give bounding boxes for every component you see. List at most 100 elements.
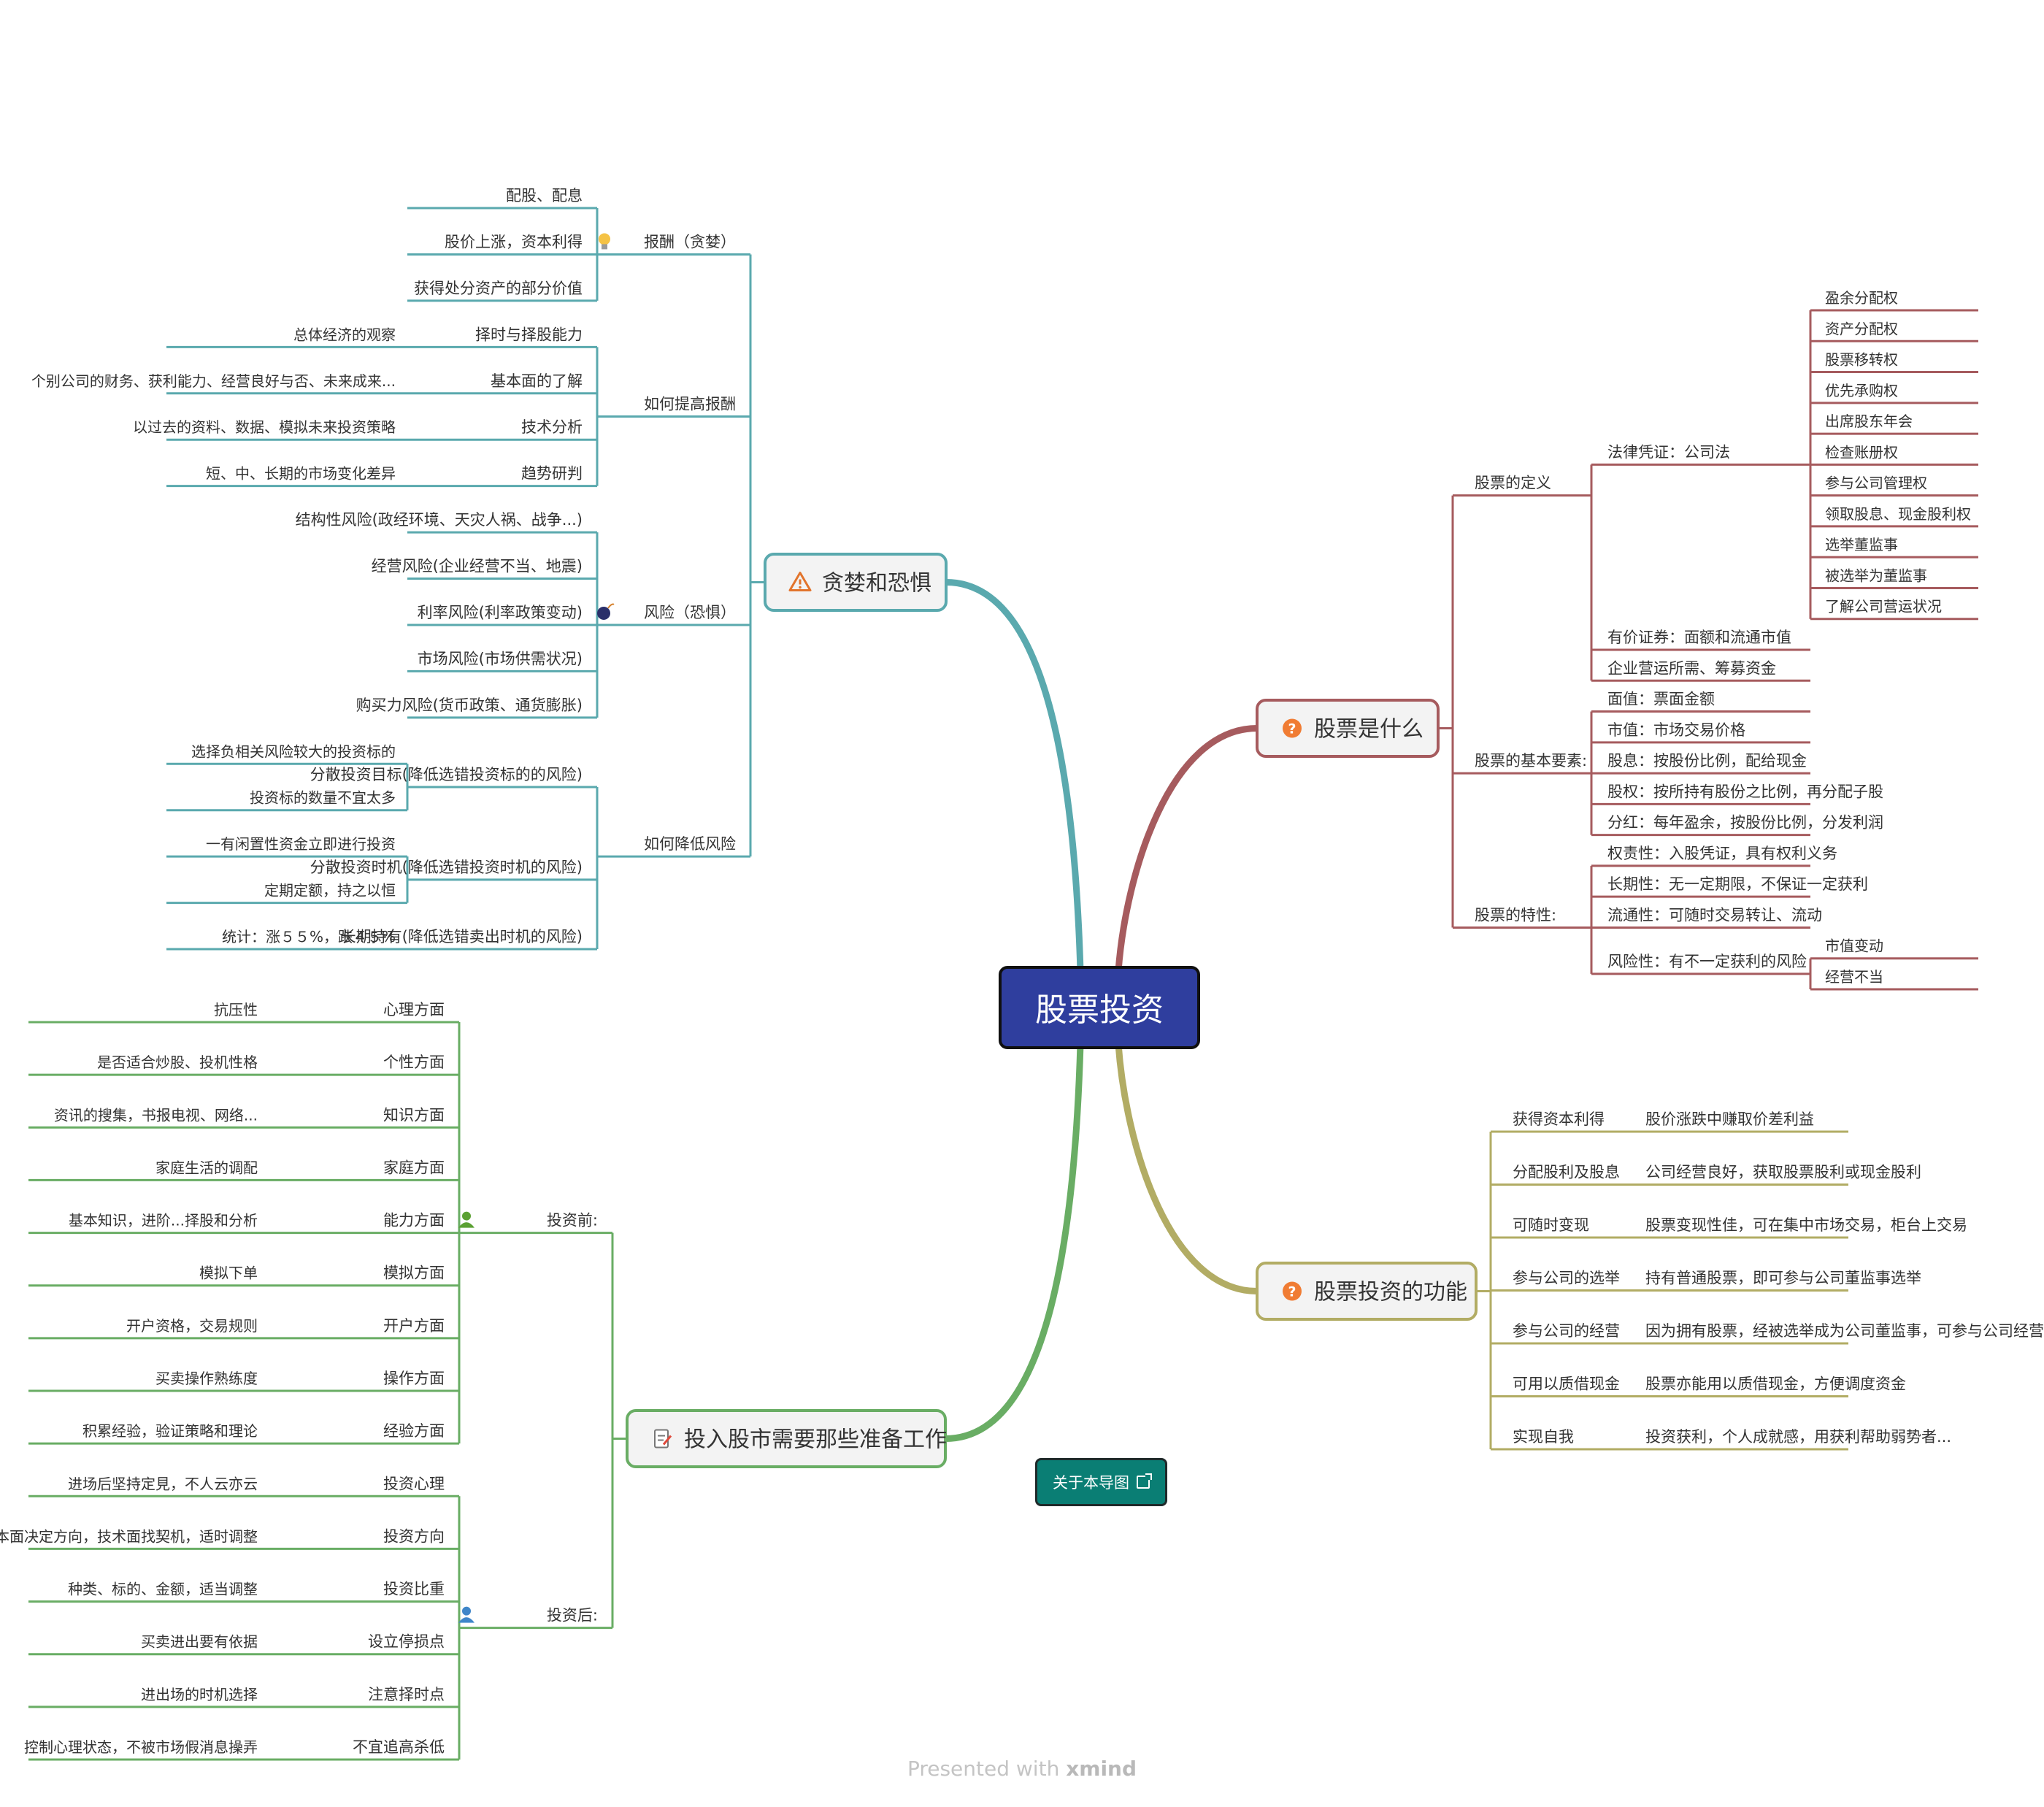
footer-text: Presented with: [907, 1757, 1067, 1781]
topic-prep-1-5: 不宜追高杀低: [353, 1738, 445, 1756]
subtopic-prep-0-8-0: 积累经验，验证策略和理论: [82, 1422, 258, 1440]
greed-main-connector: [945, 579, 1084, 972]
topic-prep-1-4: 注意择时点: [368, 1686, 445, 1703]
question-icon: ?: [1283, 718, 1302, 738]
svg-text:?: ?: [1288, 1284, 1296, 1300]
subtopic-what-0-0-8: 选举董监事: [1825, 536, 1898, 553]
external-link-icon: [1137, 1473, 1152, 1489]
person-green-icon: [458, 1211, 474, 1228]
branch-what-topic-0: 股票的定义: [1475, 475, 1551, 492]
subtopic-what-0-0-1: 资产分配权: [1825, 320, 1898, 337]
subtopic-what-2-3-1: 经营不当: [1825, 968, 1883, 986]
topic-greed-1-2: 技术分析: [521, 418, 583, 436]
main-topic-func[interactable]: ? 股票投资的功能: [1256, 1262, 1478, 1321]
topic-greed-3-2: 长期持有(降低选错卖出时机的风险): [341, 928, 583, 945]
main-topic-label: 投入股市需要那些准备工作: [684, 1427, 947, 1453]
branch-prep-topic-0: 投资前:: [547, 1212, 598, 1229]
subtopic-prep-0-6-0: 开户资格，交易规则: [126, 1317, 258, 1335]
main-topic-prep[interactable]: 投入股市需要那些准备工作: [626, 1409, 947, 1468]
topic-what-1-1: 市值：市场交易价格: [1607, 721, 1745, 739]
branch-func-topic-1: 分配股利及股息: [1513, 1164, 1620, 1181]
subtopic-greed-3-2-0: 统计：涨５５%，跌４５%: [222, 928, 396, 945]
connector-layer: [28, 207, 1978, 1761]
topic-greed-0-1: 股价上涨，资本利得: [445, 233, 583, 250]
subtopic-prep-0-2-0: 资讯的搜集，书报电视、网络...: [54, 1106, 258, 1124]
subtopic-greed-1-0-0: 总体经济的观察: [293, 326, 396, 343]
topic-func-3-0: 持有普通股票，即可参与公司董监事选举: [1645, 1270, 1921, 1287]
topic-greed-2-3: 市场风险(市场供需状况): [418, 650, 583, 667]
branch-greed-topic-1: 如何提高报酬: [644, 395, 736, 413]
about-map-button[interactable]: 关于本导图: [1035, 1458, 1167, 1506]
main-topic-what[interactable]: ?股票是什么: [1256, 699, 1440, 758]
subtopic-what-0-0-5: 检查账册权: [1825, 443, 1898, 461]
topic-prep-0-0: 心理方面: [383, 1001, 445, 1018]
subtopic-greed-1-2-0: 以过去的资料、数据、模拟未来投资策略: [133, 418, 396, 436]
topic-func-2-0: 股票变现性佳，可在集中市场交易，柜台上交易: [1645, 1216, 1967, 1234]
topic-greed-0-2: 获得处分资产的部分价值: [414, 280, 583, 297]
lightbulb-icon: [599, 233, 610, 250]
warning-icon: [788, 572, 812, 591]
branch-greed-topic-3: 如何降低风险: [644, 835, 736, 853]
topic-what-1-2: 股息：按股份比例，配给现金: [1607, 752, 1807, 770]
subtopic-prep-1-4-0: 进出场的时机选择: [141, 1686, 258, 1703]
topic-what-0-1: 有价证券：面额和流通市值: [1607, 629, 1791, 646]
subtopic-what-0-0-6: 参与公司管理权: [1825, 475, 1927, 492]
subtopic-prep-0-7-0: 买卖操作熟练度: [155, 1370, 258, 1387]
branch-func-topic-5: 可用以质借现金: [1513, 1376, 1620, 1393]
topic-prep-1-3: 设立停损点: [368, 1633, 445, 1651]
topic-prep-0-4: 能力方面: [383, 1212, 445, 1229]
topic-what-2-2: 流通性：可随时交易转让、流动: [1607, 906, 1822, 924]
branch-what-topic-1: 股票的基本要素:: [1475, 752, 1587, 770]
topic-prep-0-3: 家庭方面: [383, 1159, 445, 1176]
subtopic-prep-1-5-0: 控制心理状态，不被市场假消息操弄: [24, 1738, 258, 1756]
topic-func-4-0: 因为拥有股票，经被选举成为公司董监事，可参与公司经营: [1645, 1322, 2044, 1340]
subtopic-prep-1-0-0: 进场后坚持定見，不人云亦云: [68, 1475, 258, 1492]
topic-what-2-1: 长期性：无一定期限，不保证一定获利: [1607, 875, 1868, 893]
topic-what-1-4: 分红：每年盈余，按股份比例，分发利润: [1607, 814, 1883, 832]
branch-greed-topic-2: 风险（恐惧）: [644, 604, 736, 621]
branch-func-topic-2: 可随时变现: [1513, 1216, 1589, 1234]
topic-greed-1-3: 趋势研判: [521, 465, 583, 483]
subtopic-prep-0-4-0: 基本知识，进阶...择股和分析: [69, 1212, 258, 1229]
topic-prep-1-0: 投资心理: [383, 1475, 445, 1492]
topic-prep-0-6: 开户方面: [383, 1317, 445, 1335]
topic-greed-1-1: 基本面的了解: [491, 372, 583, 390]
topic-func-0-0: 股价涨跌中赚取价差利益: [1645, 1110, 1814, 1128]
central-topic[interactable]: 股票投资: [999, 966, 1200, 1049]
svg-text:?: ?: [1288, 721, 1296, 737]
subtopic-greed-3-0-0: 选择负相关风险较大的投资标的: [191, 743, 396, 760]
question-icon: ?: [1283, 1281, 1302, 1301]
subtopic-what-0-0-7: 领取股息、现金股利权: [1825, 505, 1971, 523]
topic-what-2-3: 风险性：有不一定获利的风险: [1607, 953, 1807, 970]
branch-func-topic-4: 参与公司的经营: [1513, 1322, 1620, 1340]
bomb-icon: [597, 603, 615, 620]
subtopic-prep-1-2-0: 种类、标的、金额，适当调整: [68, 1581, 258, 1598]
topic-greed-1-0: 择时与择股能力: [475, 326, 583, 343]
main-topic-label: 股票投资的功能: [1314, 1280, 1467, 1305]
main-topic-label: 贪婪和恐惧: [822, 571, 931, 596]
topic-what-0-2: 企业营运所需、筹募资金: [1607, 659, 1776, 677]
footer-brand: xmind: [1066, 1757, 1137, 1781]
topic-prep-0-2: 知识方面: [383, 1106, 445, 1124]
what-main-connector: [1115, 725, 1258, 972]
subtopic-prep-1-3-0: 买卖进出要有依据: [141, 1633, 258, 1651]
topic-prep-0-7: 操作方面: [383, 1370, 445, 1387]
topic-greed-2-4: 购买力风险(货币政策、通货膨胀): [356, 697, 583, 714]
subtopic-what-0-0-10: 了解公司营运状况: [1825, 598, 1942, 615]
branch-prep-topic-1: 投资后:: [547, 1607, 598, 1624]
topic-what-2-0: 权责性：入股凭证，具有权利义务: [1607, 845, 1837, 862]
branch-greed-topic-0: 报酬（贪婪）: [644, 233, 736, 250]
person-blue-icon: [458, 1606, 474, 1623]
subtopic-prep-0-3-0: 家庭生活的调配: [155, 1159, 258, 1176]
subtopic-what-0-0-3: 优先承购权: [1825, 382, 1898, 399]
topic-what-0-0: 法律凭证：公司法: [1607, 443, 1730, 461]
subtopic-prep-1-1-0: 基本面决定方向，技术面找契机，适时调整: [0, 1527, 258, 1545]
func-main-connector: [1115, 1043, 1258, 1294]
prep-main-connector: [945, 1043, 1084, 1442]
main-topic-greed[interactable]: 贪婪和恐惧: [764, 553, 948, 612]
subtopic-prep-0-1-0: 是否适合炒股、投机性格: [97, 1054, 258, 1071]
topic-prep-1-2: 投资比重: [383, 1581, 445, 1598]
subtopic-prep-0-5-0: 模拟下单: [199, 1265, 258, 1282]
subtopic-prep-0-0-0: 抗压性: [214, 1001, 258, 1018]
